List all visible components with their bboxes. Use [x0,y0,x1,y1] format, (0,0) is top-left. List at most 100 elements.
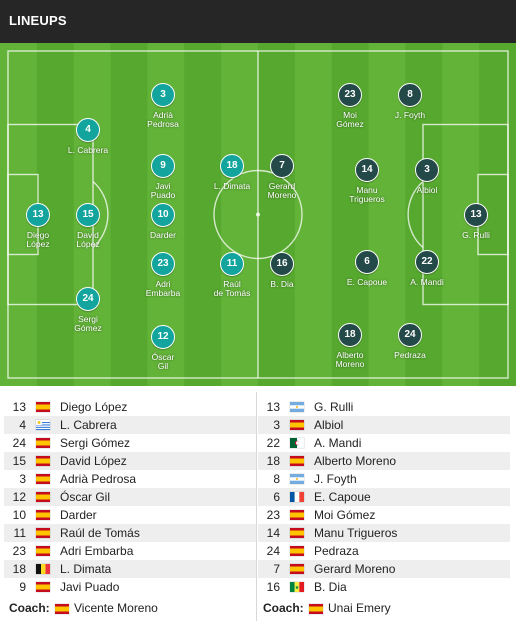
player-name[interactable]: Javi Puado [60,580,120,594]
player-name[interactable]: Albiol [314,418,344,432]
player-name[interactable]: Alberto Moreno [314,454,397,468]
player-name: Adrià Pedrosa [147,110,179,129]
shirt-number: 8 [398,83,422,107]
shirt-number: 24 [12,436,26,450]
lineup-row[interactable]: 12 Óscar Gil [4,488,256,506]
player-name[interactable]: A. Mandi [314,436,362,450]
player-name: A. Mandi [410,277,444,287]
coach-label: Coach: [263,601,304,615]
shirt-number: 3 [151,83,175,107]
shirt-number: 22 [415,250,439,274]
shirt-number: 11 [13,526,26,540]
player-name[interactable]: J. Foyth [314,472,357,486]
lineup-row[interactable]: 4 L. Cabrera [4,416,256,434]
lineup-row[interactable]: 14 Manu Trigueros [258,524,510,542]
shirt-number: 23 [338,83,362,107]
home-coach-name: Vicente Moreno [74,601,158,615]
shirt-number: 16 [266,580,280,594]
shirt-number: 18 [266,454,280,468]
player-name[interactable]: Gerard Moreno [314,562,396,576]
shirt-number: 18 [220,154,244,178]
lineup-row[interactable]: 15 David López [4,452,256,470]
shirt-number: 10 [151,203,175,227]
shirt-number: 4 [76,118,100,142]
lineup-row[interactable]: 23 Moi Gómez [258,506,510,524]
shirt-number: 10 [12,508,26,522]
spain-flag-icon [290,546,304,556]
lineup-row[interactable]: 18 L. Dimata [4,560,256,578]
player-name[interactable]: L. Cabrera [60,418,117,432]
algeria-flag-icon [290,438,304,448]
shirt-number: 22 [266,436,280,450]
player-name[interactable]: E. Capoue [314,490,371,504]
player-name[interactable]: Darder [60,508,97,522]
uruguay-flag-icon [36,420,50,430]
lineup-row[interactable]: 10 Darder [4,506,256,524]
player-name[interactable]: Sergi Gómez [60,436,131,450]
player-name: Óscar Gil [151,352,175,371]
shirt-number: 18 [338,323,362,347]
shirt-number: 4 [19,418,26,432]
spain-flag-icon [36,456,50,466]
lineup-row[interactable]: 3 Albiol [258,416,510,434]
player-name[interactable]: Óscar Gil [60,490,111,504]
shirt-number: 7 [273,562,280,576]
player-name[interactable]: David López [60,454,127,468]
spain-flag-icon [290,528,304,538]
shirt-number: 15 [12,454,26,468]
player-name[interactable]: Manu Trigueros [314,526,398,540]
shirt-number: 9 [151,154,175,178]
player-name[interactable]: L. Dimata [60,562,112,576]
player-name[interactable]: Pedraza [314,544,359,558]
spain-flag-icon [36,546,50,556]
lineup-row[interactable]: 22 A. Mandi [258,434,510,452]
shirt-number: 3 [273,418,280,432]
shirt-number: 18 [12,562,26,576]
player-name[interactable]: Raúl de Tomás [60,526,140,540]
shirt-number: 24 [398,323,422,347]
shirt-number: 14 [355,158,379,182]
player-name[interactable]: B. Dia [314,580,347,594]
player-name: J. Foyth [394,110,426,120]
lineup-row[interactable]: 18 Alberto Moreno [258,452,510,470]
shirt-number: 23 [266,508,280,522]
shirt-number: 12 [12,490,26,504]
shirt-number: 15 [76,203,100,227]
player-name: B. Dia [270,279,294,289]
spain-flag-icon [290,564,304,574]
shirt-number: 14 [266,526,280,540]
player-name[interactable]: G. Rulli [314,400,354,414]
player-name: Albiol [416,185,438,195]
spain-flag-icon [36,474,50,484]
player-name: Adri Embarba [145,279,181,298]
player-name: David López [76,230,100,249]
player-name[interactable]: Moi Gómez [314,508,376,522]
player-name: Pedraza [394,350,426,360]
shirt-number: 8 [273,472,280,486]
spain-flag-icon [36,492,50,502]
belgium-flag-icon [36,564,50,574]
lineup-row[interactable]: 8 J. Foyth [258,470,510,488]
france-flag-icon [290,492,304,502]
lineup-row[interactable]: 11 Raúl de Tomás [4,524,256,542]
player-name[interactable]: Adrià Pedrosa [60,472,137,486]
player-name[interactable]: Diego López [60,400,128,414]
player-name: Moi Gómez [336,110,364,129]
player-name: L. Dimata [213,181,251,191]
player-name[interactable]: Adri Embarba [60,544,134,558]
shirt-number: 23 [151,252,175,276]
home-coach: Coach: Vicente Moreno [4,598,256,618]
away-coach-name: Unai Emery [328,601,391,615]
lineup-row[interactable]: 24 Sergi Gómez [4,434,256,452]
shirt-number: 24 [76,287,100,311]
lineup-row[interactable]: 16 B. Dia [258,578,510,596]
lineup-row[interactable]: 7 Gerard Moreno [258,560,510,578]
